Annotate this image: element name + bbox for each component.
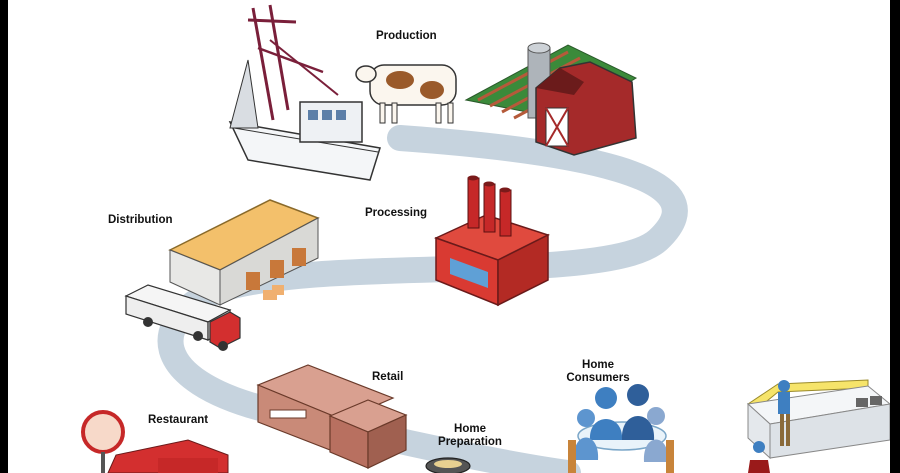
cooking-pan-icon — [425, 457, 471, 473]
label-production: Production — [376, 30, 437, 42]
label-home-consumers-line2: Consumers — [566, 372, 630, 384]
food-chain-diagram: Production Processing Distribution Retai… — [8, 0, 890, 473]
restaurant-icon — [81, 410, 229, 473]
cow-icon — [355, 64, 457, 124]
fishing-boat-icon — [228, 4, 381, 181]
label-home-preparation-line1: Home — [454, 423, 486, 435]
label-restaurant: Restaurant — [148, 414, 209, 426]
label-distribution: Distribution — [108, 214, 173, 226]
label-home-consumers-line1: Home — [582, 359, 614, 371]
diagram-canvas — [81, 4, 890, 473]
retail-building-icon — [256, 364, 408, 469]
warehouse-icon — [168, 199, 320, 306]
delivery-truck-icon — [124, 284, 241, 351]
label-retail: Retail — [372, 371, 404, 383]
family-dining-icon — [568, 384, 674, 473]
farm-barn-icon — [464, 42, 638, 156]
label-home-consumers: Home Consumers — [558, 359, 638, 385]
label-home-preparation-line2: Preparation — [438, 436, 502, 448]
buffet-counter-icon — [746, 379, 890, 473]
label-home-preparation: Home Preparation — [428, 423, 512, 449]
factory-icon — [434, 175, 550, 307]
label-processing: Processing — [365, 207, 427, 219]
